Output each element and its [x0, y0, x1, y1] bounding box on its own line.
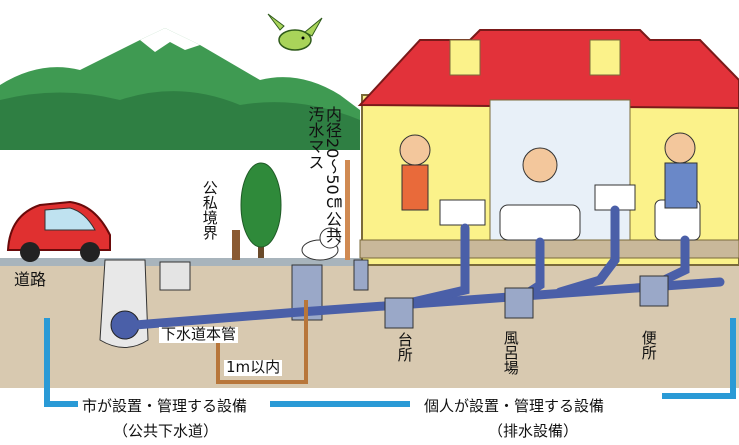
kitchen-basin: [384, 297, 414, 329]
mountain-icon: [0, 28, 360, 150]
kitchen-label: 台所: [395, 332, 414, 362]
manhole-small: [159, 261, 191, 291]
boundary-label: 公私境界: [200, 180, 219, 240]
bird-icon: [267, 13, 323, 51]
house-icon: [357, 29, 739, 266]
distance-guide: [216, 300, 308, 384]
public-basin-label: 内径20～50㎝公共汚水マス: [305, 106, 342, 243]
toilet-basin: [639, 275, 669, 307]
road-label: 道路: [14, 270, 47, 289]
car-icon: [6, 200, 111, 262]
downpipe: [345, 160, 350, 260]
bath-label: 風呂場: [501, 330, 520, 375]
city-scope-sub: （公共下水道）: [113, 422, 219, 440]
scope-brackets: [44, 318, 736, 407]
main-pipe-label: 下水道本管: [159, 325, 239, 343]
tree-icon: [232, 162, 282, 260]
dog-icon: [301, 227, 341, 261]
bath-basin: [504, 287, 534, 319]
private-scope-label: 個人が設置・管理する設備: [420, 395, 609, 416]
within-1m-label: 1m以内: [224, 358, 283, 376]
toilet-label: 便所: [639, 330, 658, 360]
city-scope-label: 市が設置・管理する設備: [78, 395, 252, 416]
private-basin: [353, 259, 369, 291]
private-scope-sub: （排水設備）: [488, 422, 579, 440]
